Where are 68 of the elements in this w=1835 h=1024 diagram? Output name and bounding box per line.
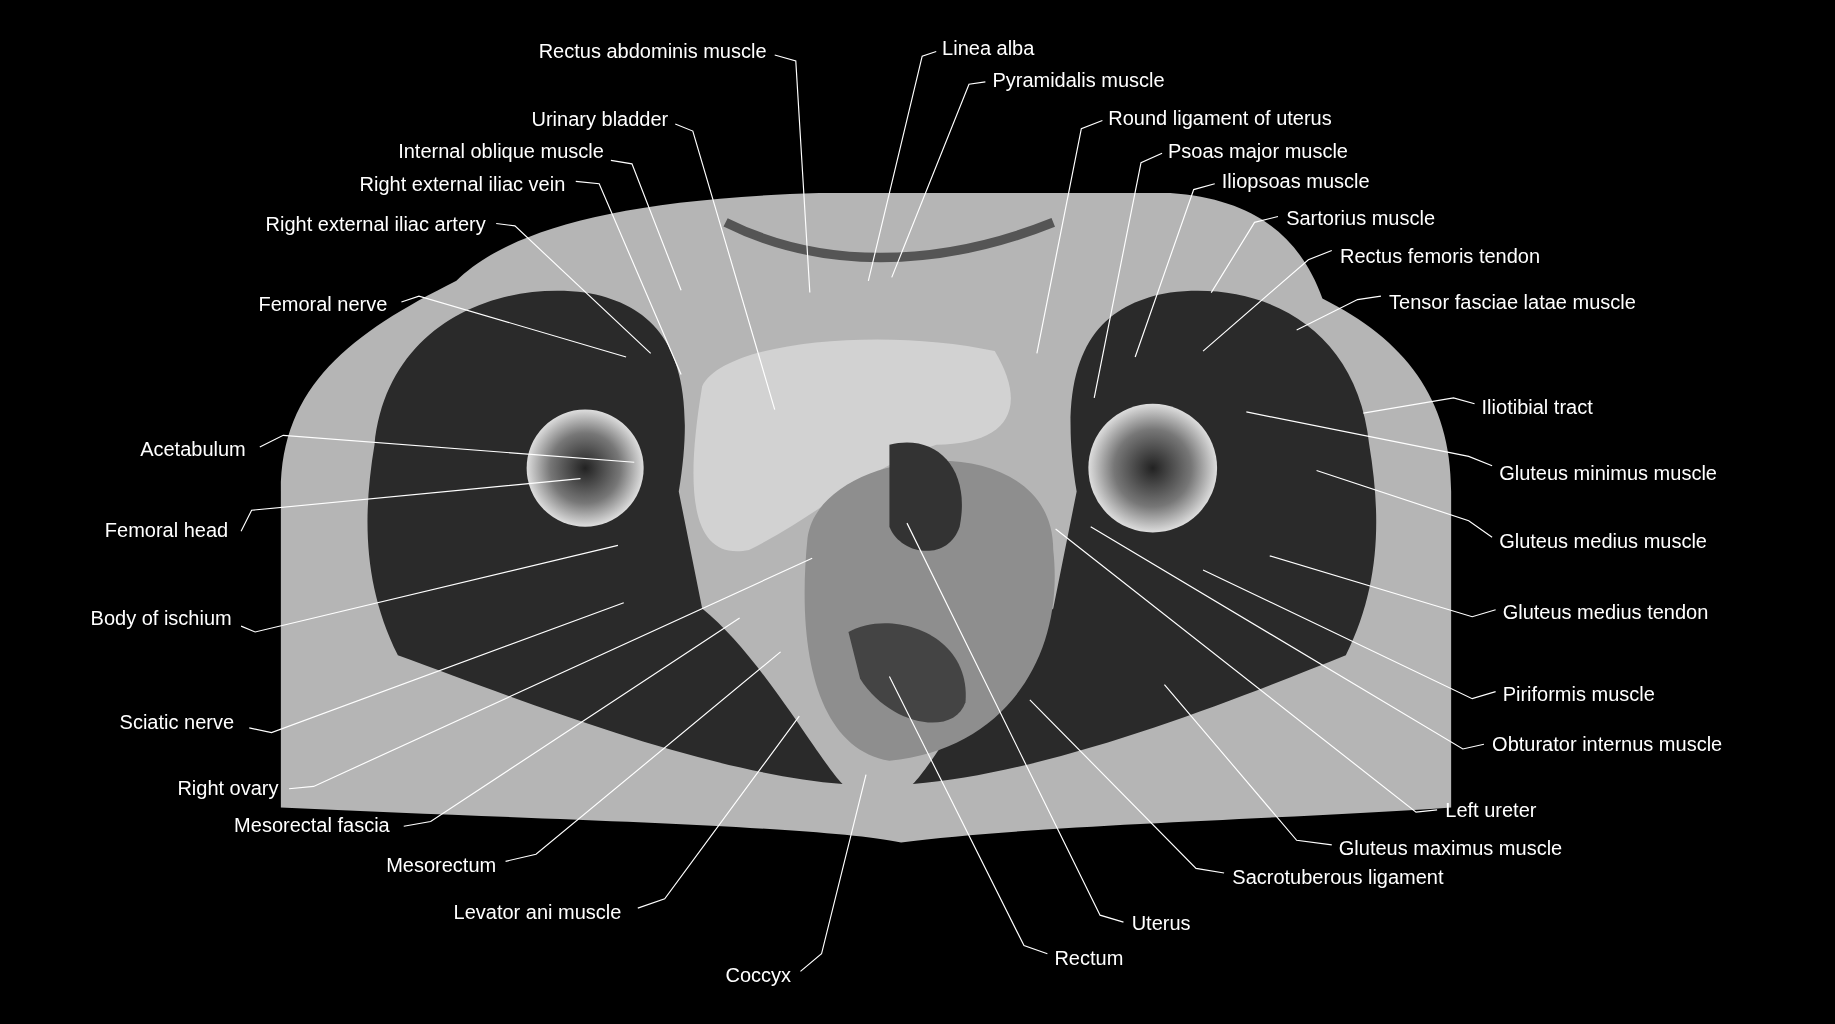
leader-line: [906, 522, 1125, 923]
structure-label: Tensor fasciae latae muscle: [1389, 289, 1636, 314]
structure-label: Mesorectum: [386, 852, 497, 877]
leader-line: [1163, 684, 1333, 846]
structure-label: Rectum: [1054, 946, 1124, 971]
leader-line: [248, 602, 625, 734]
structure-label: Right external iliac vein: [359, 171, 566, 196]
structure-label: Rectus abdominis muscle: [538, 39, 767, 64]
structure-label: Obturator internus muscle: [1492, 732, 1723, 757]
leader-line: [774, 54, 811, 294]
leader-line: [1202, 569, 1497, 700]
leader-line: [288, 557, 813, 790]
structure-label: Levator ani muscle: [453, 899, 622, 924]
leader-line: [403, 617, 741, 827]
structure-label: Body of ischium: [90, 605, 232, 630]
leader-line: [1090, 526, 1485, 750]
structure-label: Piriformis muscle: [1502, 681, 1655, 706]
leader-line: [888, 675, 1048, 955]
structure-label: Iliopsoas muscle: [1221, 169, 1370, 194]
structure-label: Sacrotuberous ligament: [1232, 864, 1444, 889]
leader-line: [610, 159, 682, 291]
leader-line: [1134, 183, 1216, 358]
structure-label: Right external iliac artery: [265, 211, 486, 236]
leader-line: [1029, 699, 1225, 874]
leader-line: [891, 81, 986, 278]
leader-line: [1093, 152, 1163, 399]
structure-label: Mesorectal fascia: [234, 813, 390, 838]
leader-line: [400, 295, 627, 358]
leader-line: [1210, 215, 1279, 294]
structure-label: Femoral nerve: [258, 292, 388, 317]
structure-label: Iliotibial tract: [1481, 395, 1593, 420]
structure-label: Coccyx: [725, 962, 792, 987]
leader-line: [867, 50, 937, 282]
leader-line: [1296, 295, 1382, 331]
leader-line: [495, 222, 652, 354]
leader-line: [1202, 249, 1333, 352]
leader-line: [1269, 555, 1497, 618]
structure-label: Sciatic nerve: [119, 710, 235, 735]
leader-line: [1055, 528, 1438, 813]
leader-line: [575, 180, 682, 376]
structure-label: Uterus: [1131, 911, 1191, 936]
leader-line: [799, 774, 867, 972]
structure-label: Psoas major muscle: [1167, 138, 1348, 163]
structure-label: Right ovary: [177, 775, 279, 800]
structure-label: Gluteus maximus muscle: [1338, 836, 1563, 861]
leader-line: [637, 715, 800, 909]
structure-label: Linea alba: [942, 35, 1035, 60]
leader-line: [1245, 411, 1493, 467]
leader-line: [1362, 397, 1476, 414]
structure-label: Urinary bladder: [531, 107, 669, 132]
leader-line: [1316, 469, 1493, 538]
structure-label: Gluteus medius muscle: [1499, 528, 1707, 553]
structure-label: Gluteus minimus muscle: [1499, 460, 1717, 485]
structure-label: Rectus femoris tendon: [1339, 244, 1541, 269]
structure-label: Pyramidalis muscle: [992, 67, 1165, 92]
structure-label: Sartorius muscle: [1286, 205, 1436, 230]
leader-line: [240, 478, 582, 532]
structure-label: Internal oblique muscle: [398, 138, 604, 163]
structure-label: Acetabulum: [140, 437, 246, 462]
structure-label: Round ligament of uterus: [1108, 106, 1332, 131]
leader-line: [1036, 119, 1103, 354]
structure-label: Femoral head: [104, 518, 229, 543]
leader-line: [240, 544, 619, 633]
structure-label: Gluteus medius tendon: [1502, 600, 1709, 625]
leader-line: [504, 651, 782, 862]
leader-line: [259, 434, 635, 463]
leader-line: [674, 123, 776, 411]
structure-label: Left ureter: [1445, 797, 1537, 822]
